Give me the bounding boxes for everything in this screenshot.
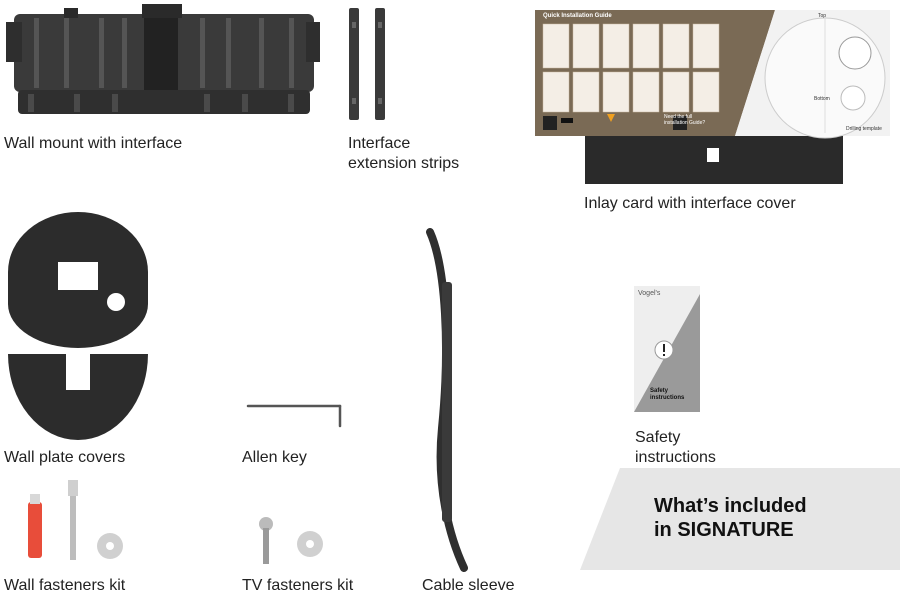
extension-strips-image — [346, 8, 390, 120]
tv-fasteners-image — [256, 516, 334, 568]
inlay-card-caption: Inlay card with interface cover — [584, 195, 796, 212]
tv-fasteners-caption: TV fasteners kit — [242, 577, 354, 594]
wall-plate-covers-image — [4, 212, 152, 444]
inlay-card-drilling-label: Drilling template — [846, 126, 882, 132]
cable-sleeve-image — [416, 228, 476, 574]
allen-key-caption: Allen key — [242, 449, 307, 466]
wall-fasteners-caption: Wall fasteners kit — [4, 577, 126, 594]
safety-booklet-image — [634, 286, 700, 412]
inlay-card-title: Quick Installation Guide — [543, 13, 612, 19]
wall-plate-covers-caption: Wall plate covers — [4, 449, 126, 466]
inlay-card-image — [535, 8, 890, 186]
inlay-card-top-label: Top — [818, 13, 827, 19]
inlay-card-need-guide: Need the full installation Guide? — [664, 114, 706, 126]
inlay-card-bottom-label: Bottom — [814, 96, 830, 102]
wall-mount-image — [4, 4, 322, 128]
safety-caption: Safety instructions — [635, 429, 716, 466]
banner-background — [580, 468, 900, 570]
cable-sleeve-caption: Cable sleeve — [422, 577, 515, 594]
wall-mount-caption: Wall mount with interface — [4, 135, 183, 152]
wall-fasteners-image — [24, 476, 134, 568]
allen-key-image — [244, 400, 346, 430]
safety-booklet-label: Safety instructions — [650, 388, 685, 401]
safety-booklet-brand: Vogel's — [638, 290, 661, 297]
banner-text: What’s included in SIGNATURE — [654, 495, 807, 541]
extension-strips-caption: Interface extension strips — [348, 135, 460, 172]
